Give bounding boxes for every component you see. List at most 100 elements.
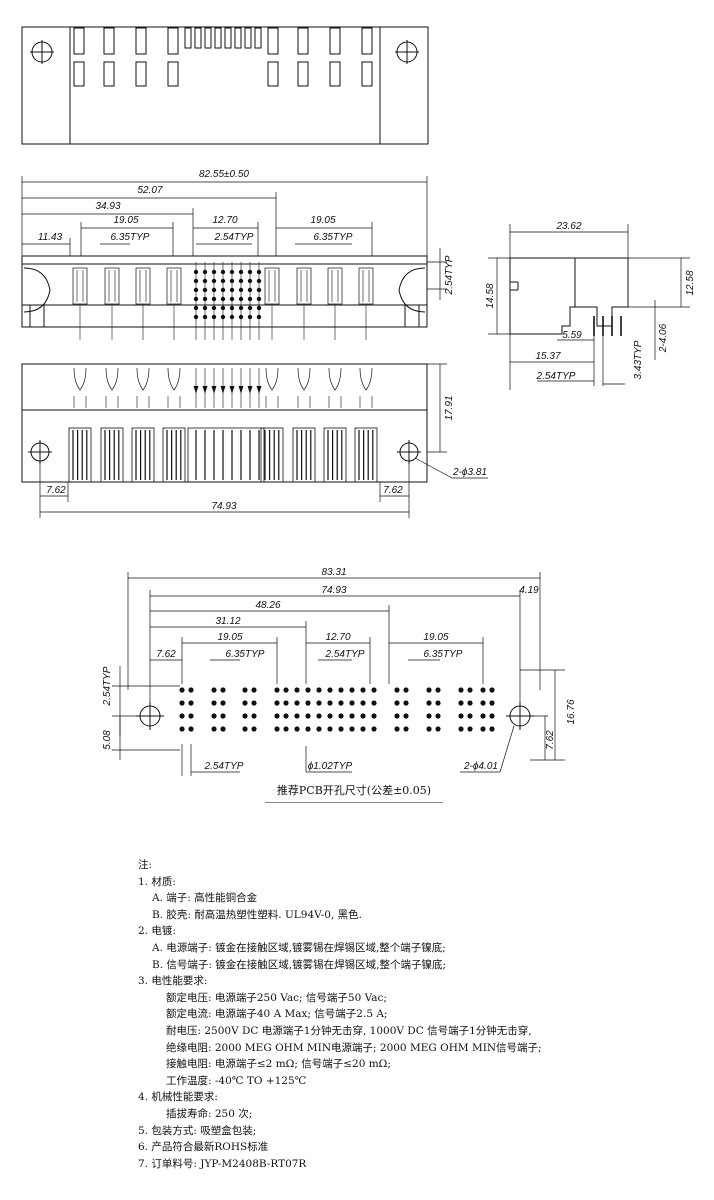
side-dim-height-left: 14.58 (485, 283, 496, 308)
pcb-power-hole (403, 687, 409, 693)
top-dimensions (21, 176, 447, 300)
note-line: 7. 订单料号: JYP-M2408B-RT07R (138, 1157, 307, 1170)
pcb-signal-hole (316, 713, 322, 719)
note-line: 2. 电镀: (138, 925, 176, 938)
pcb-signal-hole (294, 713, 300, 719)
power-block (323, 427, 347, 483)
pcb-power-hole (435, 687, 441, 693)
pcb-signal-hole (338, 687, 344, 693)
pcb-power-hole (467, 713, 473, 719)
pcb-signal-hole (316, 687, 322, 693)
pcb-dim-hole-span: 74.93 (321, 585, 346, 596)
power-contact (135, 267, 151, 305)
pcb-power-hole (435, 713, 441, 719)
dim-pitch-power-b: 6.35TYP (314, 232, 353, 243)
front-dim-hole-span: 74.93 (211, 501, 236, 512)
note-line: 额定电压: 电源端子250 Vac; 信号端子50 Vac; (166, 991, 387, 1004)
pcb-power-hole (480, 726, 486, 732)
pcb-power-hole (467, 726, 473, 732)
signal-tip (211, 385, 217, 394)
pcb-power-hole (394, 700, 400, 706)
pcb-power-hole (458, 713, 464, 719)
pcb-power-hole (251, 700, 257, 706)
pcb-power-hole (274, 687, 280, 693)
pcb-power-hole (480, 713, 486, 719)
power-block (260, 427, 284, 483)
pcb-signal-hole (338, 726, 344, 732)
pcb-power-hole (435, 700, 441, 706)
contact-spring (167, 367, 181, 391)
housing-slot (329, 61, 341, 87)
power-block (162, 427, 186, 483)
pcb-signal-hole (305, 726, 311, 732)
pcb-signal-hole (294, 687, 300, 693)
contact-spring (359, 367, 373, 391)
pcb-power-hole (489, 700, 495, 706)
side-dimensions (488, 224, 690, 390)
pcb-signal-hole (360, 726, 366, 732)
pcb-signal-hole (349, 700, 355, 706)
pcb-power-hole (489, 713, 495, 719)
housing-slot (135, 27, 147, 55)
pcb-power-hole (188, 700, 194, 706)
dim-52: 52.07 (137, 185, 162, 196)
pcb-dim-pitch-signal: 2.54TYP (325, 649, 365, 660)
power-contact (166, 267, 182, 305)
contact-spring (297, 367, 311, 391)
power-contact (327, 267, 343, 305)
note-line: 3. 电性能要求: (138, 975, 208, 988)
housing-slot (267, 27, 279, 55)
housing-slot (135, 61, 147, 87)
note-line: A. 端子: 高性能铜合金 (152, 892, 258, 905)
pcb-dim-508: 5.08 (102, 730, 113, 750)
pcb-signal-hole (338, 713, 344, 719)
signal-tip (202, 385, 208, 394)
pcb-power-hole (458, 687, 464, 693)
pcb-power-hole (179, 713, 185, 719)
pcb-power-hole (435, 726, 441, 732)
power-contact (358, 267, 374, 305)
pcb-dim-pin-hole: ϕ1.02TYP (308, 761, 353, 772)
note-line: 注: (138, 859, 153, 871)
dim-19a: 19.05 (113, 215, 138, 226)
dim-pitch-power-a: 6.35TYP (111, 232, 150, 243)
pcb-power-hole (179, 687, 185, 693)
signal-slot (254, 27, 262, 49)
pcb-signal-hole (360, 700, 366, 706)
dim-34: 34.93 (95, 201, 120, 212)
contact-spring (105, 367, 119, 391)
pcb-power-hole (480, 687, 486, 693)
pcb-power-hole (283, 713, 289, 719)
pcb-power-hole (211, 726, 217, 732)
pcb-signal-hole (371, 726, 377, 732)
side-dim-343: 3.43TYP (633, 340, 644, 379)
signal-block (187, 427, 265, 483)
pcb-power-hole (242, 687, 248, 693)
signal-slot (204, 27, 212, 49)
pcb-signal-hole (360, 713, 366, 719)
signal-slot (194, 27, 202, 49)
pcb-power-hole (283, 687, 289, 693)
contact-spring (265, 367, 279, 391)
power-contact (264, 267, 280, 305)
pcb-dim-height: 16.76 (566, 699, 577, 724)
pcb-power-hole (220, 700, 226, 706)
note-line: 6. 产品符合最新ROHS标准 (138, 1141, 269, 1154)
top-outline-view (21, 26, 429, 145)
pcb-signal-hole (316, 726, 322, 732)
side-view (509, 257, 629, 336)
pcb-dim-pitch-vertical: 2.54TYP (102, 666, 113, 706)
signal-tip (256, 385, 262, 394)
pcb-power-hole (274, 713, 280, 719)
note-line: B. 信号端子: 镀金在接触区域,镀雾锡在焊锡区域,整个端子镍底; (152, 958, 446, 971)
note-line: 5. 包装方式: 吸塑盒包装; (138, 1124, 257, 1137)
housing-slot (267, 61, 279, 87)
side-dim-1537: 15.37 (535, 351, 560, 362)
note-line: 4. 机械性能要求: (138, 1091, 218, 1104)
signal-slot (244, 27, 252, 49)
pcb-power-hole (242, 713, 248, 719)
pcb-power-hole (179, 700, 185, 706)
note-line: A. 电源端子: 镀金在接触区域,镀雾锡在焊锡区域,整个端子镍底; (152, 941, 446, 954)
dim-12: 12.70 (212, 215, 237, 226)
power-block (100, 427, 124, 483)
